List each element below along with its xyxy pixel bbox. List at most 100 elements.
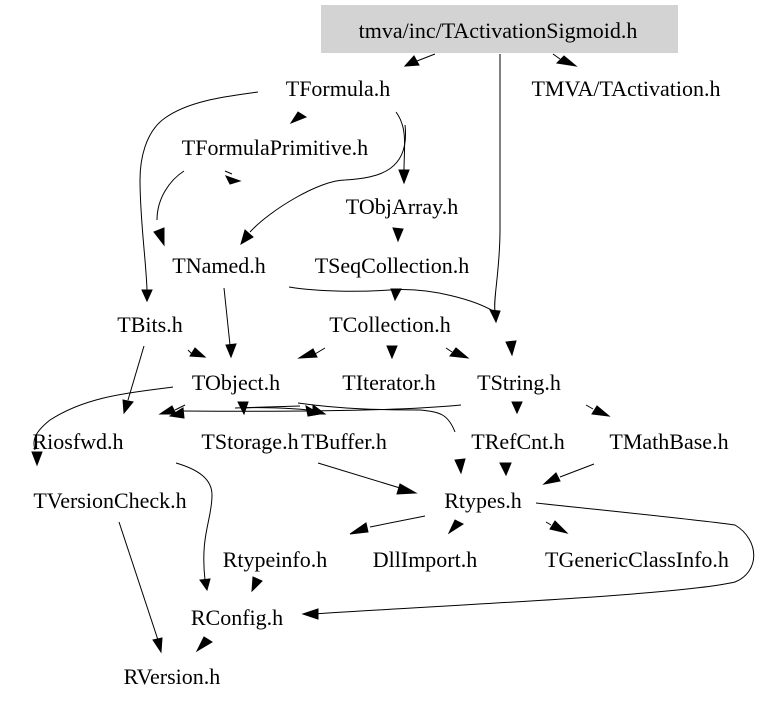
- graph-node[interactable]: TMathBase.h: [609, 429, 728, 454]
- node-label: TMVA/TActivation.h: [531, 76, 720, 101]
- graph-node[interactable]: RConfig.h: [191, 605, 283, 630]
- graph-node[interactable]: Rtypes.h: [444, 488, 522, 513]
- graph-node[interactable]: Rtypeinfo.h: [223, 547, 328, 572]
- arrowhead-icon: [349, 522, 369, 535]
- node-label: TVersionCheck.h: [33, 488, 186, 513]
- arrowhead-icon: [499, 462, 512, 477]
- graph-node[interactable]: Riosfwd.h: [32, 429, 123, 454]
- graph-node[interactable]: TObject.h: [192, 370, 280, 395]
- arrowhead-icon: [122, 399, 134, 415]
- arrowhead-icon: [489, 309, 501, 324]
- edge-n9-n12: [158, 404, 186, 415]
- arrowhead-icon: [447, 519, 465, 535]
- arrowhead-icon: [505, 340, 517, 357]
- edge-n7-n9: [187, 347, 207, 358]
- graph-node[interactable]: TStorage.h: [201, 429, 298, 454]
- arrowhead-icon: [392, 227, 404, 243]
- edge-line: [224, 170, 233, 175]
- edge-n1-n3: [289, 111, 308, 125]
- edge-line: [288, 286, 496, 313]
- graph-node[interactable]: TSeqCollection.h: [315, 253, 470, 278]
- edge-n18-n19: [349, 515, 426, 535]
- edge-line: [175, 462, 213, 581]
- arrowhead-icon: [454, 458, 466, 475]
- arrowhead-icon: [158, 405, 177, 415]
- edge-n17-n23: [118, 521, 163, 654]
- edge-n11-n15: [511, 401, 523, 415]
- node-label: TRefCnt.h: [471, 429, 565, 454]
- graph-node[interactable]: TVersionCheck.h: [33, 488, 186, 513]
- edge-n14-n18: [317, 462, 418, 495]
- arrowhead-icon: [301, 608, 319, 620]
- arrowhead-icon: [549, 520, 569, 534]
- edge-n11-n16: [585, 404, 611, 417]
- arrowhead-icon: [251, 576, 263, 593]
- edge-n3-n4: [224, 170, 242, 185]
- arrowhead-icon: [289, 111, 308, 125]
- arrowhead-icon: [195, 636, 213, 653]
- graph-node[interactable]: TNamed.h: [172, 253, 265, 278]
- arrowhead-icon: [168, 407, 185, 419]
- edge-line: [174, 404, 186, 411]
- graph-node[interactable]: TGenericClassInfo.h: [545, 547, 729, 572]
- arrowhead-icon: [141, 289, 153, 303]
- node-label: TFormulaPrimitive.h: [182, 135, 368, 160]
- edge-n8-n10: [386, 345, 398, 360]
- node-label: Riosfwd.h: [32, 429, 123, 454]
- edge-n1-n4: [395, 111, 410, 185]
- edge-line: [585, 404, 594, 410]
- node-label: TObjArray.h: [346, 194, 458, 219]
- node-label: RConfig.h: [191, 605, 283, 630]
- graph-node[interactable]: TIterator.h: [342, 370, 435, 395]
- node-label: TGenericClassInfo.h: [545, 547, 729, 572]
- arrowhead-icon: [591, 405, 611, 417]
- edge-line: [445, 347, 453, 353]
- edge-n1-n5: [240, 124, 407, 246]
- arrowhead-icon: [189, 347, 207, 358]
- node-label: TIterator.h: [342, 370, 435, 395]
- edge-line: [139, 91, 259, 291]
- edge-line: [369, 515, 426, 528]
- arrowhead-icon: [153, 227, 165, 247]
- node-label: TBits.h: [117, 312, 182, 337]
- arrowhead-icon: [403, 55, 420, 67]
- graph-node[interactable]: RVersion.h: [124, 664, 221, 689]
- graph-node[interactable]: TString.h: [477, 370, 561, 395]
- graph-node[interactable]: TMVA/TActivation.h: [531, 76, 720, 101]
- arrowhead-icon: [398, 169, 410, 185]
- graph-node[interactable]: DllImport.h: [373, 547, 478, 572]
- edge-n22-n23: [195, 636, 213, 653]
- edge-n18-n22: [301, 502, 755, 620]
- arrowhead-icon: [199, 578, 211, 592]
- edge-line: [249, 124, 407, 233]
- node-label: TNamed.h: [172, 253, 265, 278]
- graph-node[interactable]: TFormulaPrimitive.h: [182, 135, 368, 160]
- arrowhead-icon: [386, 345, 398, 360]
- edge-n1-n7: [139, 91, 259, 303]
- graph-node[interactable]: TFormula.h: [286, 76, 391, 101]
- arrowhead-icon: [511, 401, 523, 415]
- edge-line: [314, 347, 326, 355]
- edge-line: [317, 462, 401, 489]
- edge-n4-n6: [392, 227, 404, 243]
- root-node[interactable]: tmva/inc/TActivationSigmoid.h: [321, 5, 678, 53]
- graph-node[interactable]: TObjArray.h: [346, 194, 458, 219]
- graph-node[interactable]: TRefCnt.h: [471, 429, 565, 454]
- edge-line: [118, 521, 159, 641]
- arrowhead-icon: [312, 404, 327, 415]
- edge-n8-n11: [445, 347, 470, 359]
- graph-node[interactable]: TBuffer.h: [301, 429, 387, 454]
- arrowhead-icon: [542, 472, 561, 485]
- node-label: RVersion.h: [124, 664, 221, 689]
- edge-n19-n22: [251, 576, 263, 593]
- edge-n11-n13: [234, 404, 327, 415]
- root-node-box: [321, 5, 678, 53]
- edge-n18-n20: [447, 519, 465, 535]
- graph-node[interactable]: TCollection.h: [329, 312, 451, 337]
- arrowhead-icon: [555, 55, 578, 67]
- edge-n5-n11: [288, 286, 517, 357]
- node-label: TFormula.h: [286, 76, 391, 101]
- graph-node[interactable]: TBits.h: [117, 312, 182, 337]
